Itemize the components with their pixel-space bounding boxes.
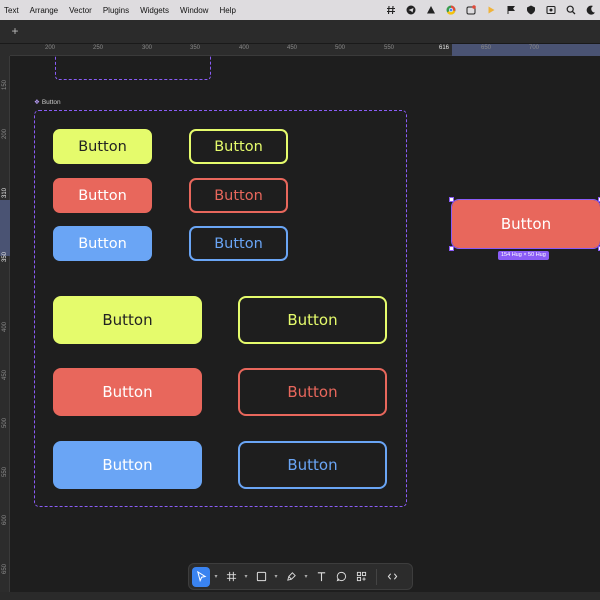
toolbar-divider [376, 568, 377, 585]
menu-vector[interactable]: Vector [69, 5, 92, 15]
selected-instance[interactable]: Button [449, 197, 600, 251]
ruler-top-label: 200 [44, 45, 56, 51]
button-variant-out-blue-lg[interactable]: Button [238, 441, 387, 489]
resize-handle-top-left[interactable] [449, 197, 454, 202]
pen-tool[interactable] [282, 567, 300, 587]
partial-frame-above[interactable] [55, 56, 211, 80]
telegram-icon[interactable] [406, 5, 416, 15]
component-icon: ❖ [34, 99, 40, 106]
ruler-top-label: 450 [286, 45, 298, 51]
button-variant-fill-blue-sm[interactable]: Button [53, 226, 152, 261]
resize-handle-bottom-left[interactable] [449, 246, 454, 251]
ruler-top-label: 550 [383, 45, 395, 51]
component-set-frame[interactable] [34, 110, 407, 507]
ruler-left-label: 350 [2, 252, 8, 263]
ruler-left-label: 500 [2, 418, 8, 429]
new-tab-button[interactable]: + [11, 24, 19, 38]
shape-tool[interactable] [252, 567, 270, 587]
menu-widgets[interactable]: Widgets [140, 5, 169, 15]
chevron-down-icon[interactable]: ▾ [274, 574, 278, 580]
button-variant-fill-red-lg[interactable]: Button [53, 368, 202, 416]
ruler-left-label: 400 [2, 322, 8, 333]
ruler-top-label: 500 [334, 45, 346, 51]
comment-tool[interactable] [332, 567, 350, 587]
button-variant-fill-yellow-sm[interactable]: Button [53, 129, 152, 164]
menu-arrange[interactable]: Arrange [29, 5, 59, 15]
ruler-left-label: 450 [2, 370, 8, 381]
bottom-strip [0, 592, 600, 600]
screen-icon[interactable] [546, 5, 556, 15]
code-icon [387, 573, 397, 580]
drive-icon[interactable] [426, 5, 436, 15]
ruler-corner [0, 44, 10, 56]
selected-button[interactable]: Button [451, 199, 600, 249]
ruler-left-label: 200 [2, 129, 8, 140]
button-variant-out-blue-sm[interactable]: Button [189, 226, 288, 261]
button-variant-out-red-lg[interactable]: Button [238, 368, 387, 416]
hash-icon[interactable] [386, 5, 396, 15]
menu-help[interactable]: Help [219, 5, 236, 15]
ruler-top-label: 250 [92, 45, 104, 51]
cursor-icon [196, 571, 206, 582]
chevron-down-icon[interactable]: ▾ [244, 574, 248, 580]
ruler-left-label: 650 [2, 564, 8, 575]
ruler-top-label: 616 [438, 45, 450, 51]
menu-text[interactable]: Text [4, 5, 19, 15]
bottom-toolbar: ▾ ▾ ▾ ▾ [188, 563, 413, 590]
menu-bar: Text Arrange Vector Plugins Widgets Wind… [0, 0, 600, 20]
button-variant-fill-blue-lg[interactable]: Button [53, 441, 202, 489]
chrome-icon[interactable] [446, 5, 456, 15]
frame-icon [226, 571, 236, 582]
moon-icon[interactable] [586, 5, 596, 15]
chevron-down-icon[interactable]: ▾ [214, 574, 218, 580]
text-icon [317, 572, 325, 582]
button-variant-out-yellow-lg[interactable]: Button [238, 296, 387, 344]
ruler-top: 200 250 300 350 400 450 500 550 616 650 700 [10, 44, 600, 56]
ruler-left-label: 310 [2, 188, 8, 199]
ruler-top-label: 300 [141, 45, 153, 51]
tab-bar: + [0, 20, 600, 44]
flag-icon[interactable] [506, 5, 516, 15]
menu-window[interactable]: Window [179, 5, 209, 15]
ruler-left: 150 200 310 350 400 450 500 550 600 650 [0, 56, 10, 600]
text-tool[interactable] [312, 567, 330, 587]
ruler-left-label: 600 [2, 515, 8, 526]
status-icons [386, 0, 596, 20]
search-icon[interactable] [566, 5, 576, 15]
component-set-label[interactable]: ❖Button [34, 98, 61, 106]
menu-plugins[interactable]: Plugins [102, 5, 130, 15]
size-badge: 154 Hug × 50 Hug [498, 251, 549, 260]
resize-handle-top-right[interactable] [598, 197, 600, 202]
rectangle-icon [256, 571, 266, 582]
chevron-down-icon[interactable]: ▾ [304, 574, 308, 580]
notification-badge-icon[interactable] [466, 5, 476, 15]
ruler-top-label: 400 [238, 45, 250, 51]
component-set-name: Button [41, 99, 61, 106]
shield-icon[interactable] [526, 5, 536, 15]
button-variant-fill-yellow-lg[interactable]: Button [53, 296, 202, 344]
components-icon [356, 571, 366, 582]
resize-handle-bottom-right[interactable] [598, 246, 600, 251]
ruler-top-label: 350 [189, 45, 201, 51]
ruler-selection-highlight [0, 200, 10, 256]
comment-icon [336, 571, 346, 582]
ruler-left-label: 550 [2, 467, 8, 478]
ruler-left-label: 150 [2, 80, 8, 91]
ruler-selection-highlight [452, 44, 600, 56]
ruler-top-label: 650 [480, 45, 492, 51]
ruler-top-label: 700 [528, 45, 540, 51]
components-tool[interactable] [352, 567, 370, 587]
play-icon[interactable] [486, 5, 496, 15]
button-variant-out-yellow-sm[interactable]: Button [189, 129, 288, 164]
button-variant-fill-red-sm[interactable]: Button [53, 178, 152, 213]
frame-tool[interactable] [222, 567, 240, 587]
move-tool[interactable] [192, 566, 210, 587]
button-variant-out-red-sm[interactable]: Button [189, 178, 288, 213]
pen-icon [286, 572, 296, 581]
dev-mode-toggle[interactable] [383, 567, 401, 587]
